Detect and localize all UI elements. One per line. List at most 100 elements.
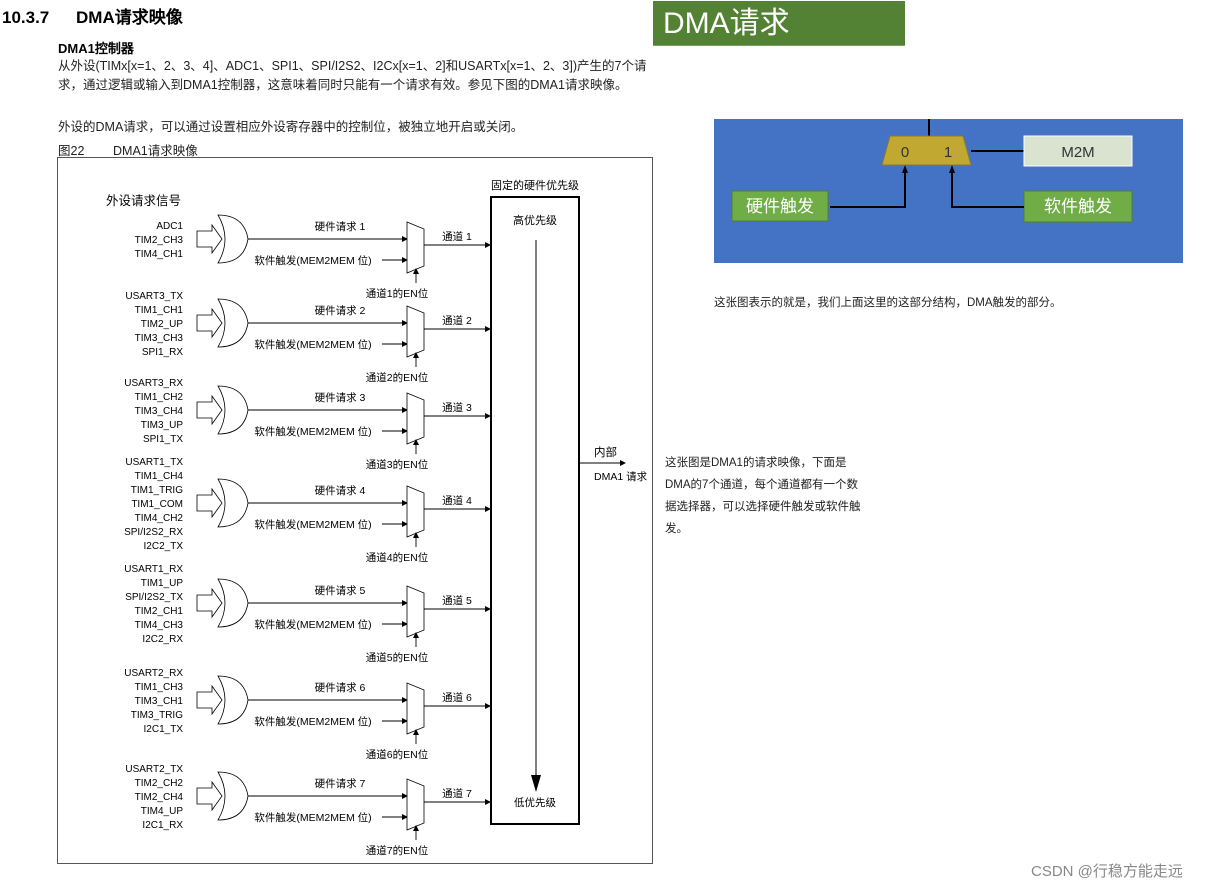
input-arrow [196, 587, 223, 619]
hw-request-arrow [402, 407, 408, 413]
channel-mux [406, 585, 425, 638]
input-arrow [196, 780, 223, 812]
channel-label: 通道 7 [442, 787, 472, 800]
en-bit-arrow [413, 352, 419, 358]
hw-request-label: 硬件请求 7 [315, 777, 366, 790]
peripheral-signal: USART2_TX [125, 764, 183, 775]
subsection-title: DMA1控制器 [58, 41, 134, 56]
priority-box [490, 196, 580, 825]
hw-request-label: 硬件请求 3 [315, 391, 366, 404]
channel-arrow [485, 326, 491, 332]
channel-arrow [485, 242, 491, 248]
en-bit-label: 通道3的EN位 [366, 458, 429, 471]
peripheral-signal: SPI1_RX [142, 347, 183, 358]
hw-request-arrow [402, 500, 408, 506]
sw-trigger-box [1023, 190, 1133, 223]
paragraph-2: 外设的DMA请求，可以通过设置相应外设寄存器中的控制位，被独立地开启或关闭。 [58, 120, 524, 134]
channel-arrow [485, 413, 491, 419]
figure-number: 图22 [58, 144, 85, 158]
watermark: CSDN @行稳方能走远 [1031, 863, 1183, 880]
en-bit-label: 通道1的EN位 [366, 287, 429, 300]
low-priority-label: 低优先级 [514, 796, 556, 809]
input-arrow [196, 223, 223, 255]
peripheral-signal: TIM3_CH1 [135, 696, 184, 707]
slide-mux-diagram: 0 1 M2M 硬件触发 软件触发 [731, 119, 1133, 223]
peripheral-signal: TIM4_CH1 [135, 249, 184, 260]
hw-request-arrow [402, 236, 408, 242]
or-gate [217, 578, 249, 628]
hw-request-label: 硬件请求 1 [315, 220, 366, 233]
peripheral-signal: USART1_RX [124, 564, 183, 575]
hw-request-label: 硬件请求 5 [315, 584, 366, 597]
internal-label: 内部 [594, 445, 617, 459]
hw-request-arrow [402, 697, 408, 703]
sw-trigger-label: 软件触发(MEM2MEM 位) [254, 518, 371, 531]
channel-label: 通道 4 [442, 494, 472, 507]
peripheral-signal: I2C2_TX [144, 541, 184, 552]
channel-mux [406, 305, 425, 358]
figure-title: DMA1请求映像 [113, 144, 198, 158]
figure-caption: 图22 DMA1请求映像 [58, 140, 198, 159]
high-priority-label: 高优先级 [513, 213, 557, 227]
mux-input-1: 1 [944, 144, 952, 161]
channel-label: 通道 5 [442, 594, 472, 607]
sw-trigger-label: 软件触发(MEM2MEM 位) [254, 425, 371, 438]
peripheral-signal: TIM1_CH2 [135, 392, 184, 403]
or-gate [217, 675, 249, 725]
internal-output-arrow [620, 460, 626, 466]
peripheral-signal: USART1_TX [125, 457, 183, 468]
channel-mux [406, 778, 425, 831]
channel-label: 通道 1 [442, 230, 472, 243]
sw-trigger-label: 软件触发(MEM2MEM 位) [254, 618, 371, 631]
note-request-map-description: 这张图是DMA1的请求映像，下面是DMA的7个通道，每个通道都有一个数据选择器，… [665, 457, 861, 535]
channel-mux [406, 485, 425, 538]
sw-trigger-label: 软件触发(MEM2MEM 位) [254, 811, 371, 824]
peripheral-signal: TIM2_CH3 [135, 235, 184, 246]
peripheral-signal: TIM1_TRIG [131, 485, 183, 496]
en-bit-label: 通道6的EN位 [366, 748, 429, 761]
sw-trigger-arrow [402, 814, 408, 820]
sw-trigger-label: 软件触发(MEM2MEM 位) [254, 254, 371, 267]
or-gate [217, 298, 249, 348]
peripheral-signal: TIM4_CH2 [135, 513, 184, 524]
hw-request-arrow [402, 793, 408, 799]
peripheral-signal: USART3_TX [125, 291, 183, 302]
sw-trigger-arrow [402, 257, 408, 263]
peripheral-signal: USART3_RX [124, 378, 183, 389]
sw-trigger-arrow [402, 521, 408, 527]
figure-frame [57, 157, 653, 864]
peripheral-signal: USART2_RX [124, 668, 183, 679]
channel-arrow [485, 506, 491, 512]
note-trigger-description: 这张图表示的就是，我们上面这里的这部分结构，DMA触发的部分。 [714, 297, 1062, 309]
sw-trigger-arrow [402, 621, 408, 627]
en-bit-arrow [413, 532, 419, 538]
en-bit-arrow [413, 439, 419, 445]
hw-request-arrow [402, 600, 408, 606]
peripheral-signal: I2C2_RX [142, 634, 183, 645]
channel-label: 通道 2 [442, 314, 472, 327]
priority-arrow-head [531, 775, 541, 792]
peripheral-signal: SPI1_TX [143, 434, 183, 445]
input-arrow [196, 307, 223, 339]
en-bit-label: 通道5的EN位 [366, 651, 429, 664]
peripheral-signal: TIM1_COM [131, 499, 183, 510]
sw-trigger-arrow [949, 165, 955, 173]
channel-mux [406, 392, 425, 445]
channel-arrow [485, 703, 491, 709]
en-bit-label: 通道2的EN位 [366, 371, 429, 384]
or-gate [217, 478, 249, 528]
hw-request-label: 硬件请求 2 [315, 304, 366, 317]
m2m-box [1023, 135, 1133, 167]
section-title: DMA请求映像 [76, 8, 183, 27]
peripheral-signal: SPI/I2S2_RX [124, 527, 183, 538]
dma1-request-label: DMA1 请求 [594, 470, 648, 483]
sw-trigger-line [951, 171, 1024, 208]
peripheral-signal: SPI/I2S2_TX [125, 592, 183, 603]
mux-shape [881, 135, 972, 166]
en-bit-label: 通道4的EN位 [366, 551, 429, 564]
hw-request-label: 硬件请求 6 [315, 681, 366, 694]
en-bit-arrow [413, 729, 419, 735]
channel-arrow [485, 606, 491, 612]
peripheral-signal: TIM2_CH1 [135, 606, 184, 617]
